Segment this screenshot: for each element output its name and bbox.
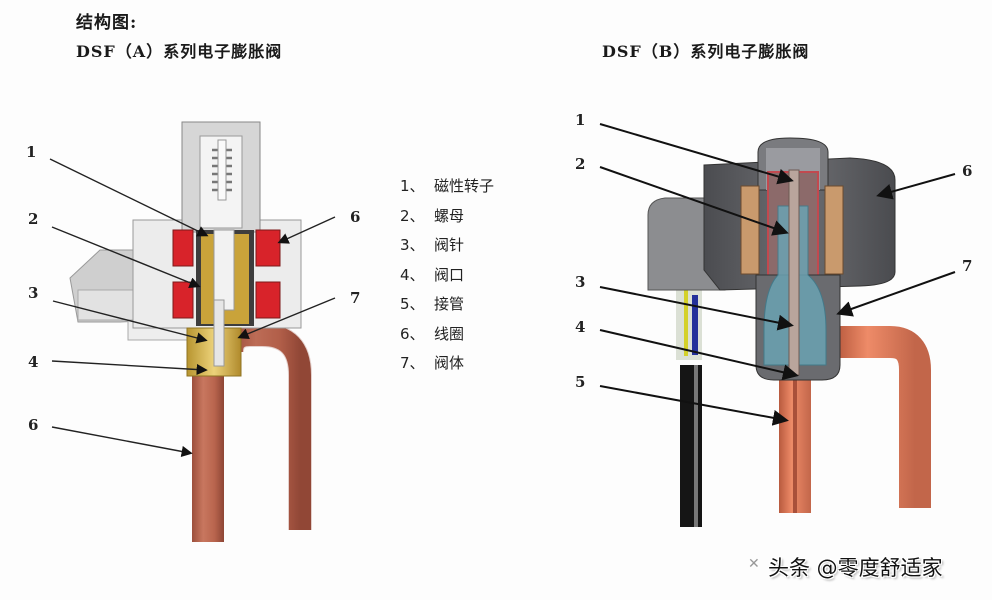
legend-item: 2、螺母 [400, 206, 465, 225]
valve-b-needle [788, 169, 800, 376]
legend-item: 1、磁性转子 [400, 177, 495, 195]
callout-a-6-coil: 6 [350, 208, 361, 226]
callout-b-4: 4 [575, 318, 586, 336]
share-icon: ✕ [748, 556, 760, 572]
valve-a-title: DSF（A）系列电子膨胀阀 [76, 42, 283, 61]
callout-a-7: 7 [350, 289, 361, 307]
valve-a-leader-lines [49, 158, 336, 457]
legend-item: 6、线圈 [400, 324, 465, 343]
callout-b-7: 7 [962, 257, 973, 275]
valve-b-title: DSF（B）系列电子膨胀阀 [602, 42, 810, 61]
callout-a-3: 3 [28, 284, 39, 302]
valve-a-drawing [69, 121, 312, 542]
valve-b-coil [740, 185, 760, 275]
legend-item: 4、阀口 [400, 265, 465, 284]
valve-a-inlet-pipe [192, 372, 224, 542]
legend-item: 3、阀针 [400, 236, 465, 254]
valve-a-coil [172, 281, 194, 319]
valve-b-leader-lines [599, 123, 956, 426]
watermark: 头条 @零度舒适家 [768, 556, 943, 580]
callout-a-6: 6 [28, 416, 39, 434]
valve-b-coil [824, 185, 844, 275]
callout-a-1: 1 [26, 143, 37, 161]
callout-a-4: 4 [28, 353, 39, 371]
legend-item: 7、阀体 [400, 354, 465, 372]
valve-a-coil [172, 229, 194, 267]
callout-a-2: 2 [28, 210, 39, 228]
valve-b-cable [680, 365, 702, 527]
structure-heading: 结构图: [76, 13, 138, 33]
valve-a-coil [255, 281, 281, 319]
parts-legend: 1、磁性转子 2、螺母 3、阀针 4、阀口 5、接管 6、线圈 7、阀体 [400, 175, 494, 382]
callout-b-2: 2 [575, 155, 586, 173]
valve-b-outlet-pipe [836, 326, 931, 508]
callout-b-3: 3 [575, 273, 586, 291]
legend-item: 5、接管 [400, 295, 465, 313]
callout-b-1: 1 [575, 111, 586, 129]
callout-b-6: 6 [962, 162, 973, 180]
valve-a-coil [255, 229, 281, 267]
callout-b-5: 5 [575, 373, 586, 391]
valve-b-drawing [647, 137, 931, 527]
